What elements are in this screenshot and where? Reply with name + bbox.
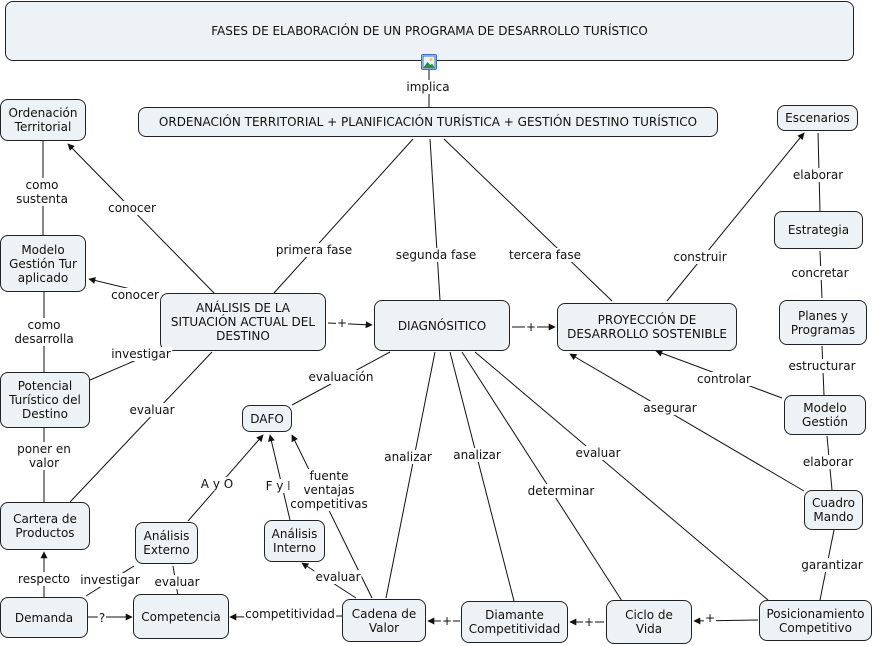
link-label-plus-cv: +: [440, 614, 454, 628]
node-cuadro-mando[interactable]: Cuadro Mando: [804, 490, 863, 530]
link-label-estructurar: estructurar: [787, 359, 857, 373]
link-conocer-ot: [67, 143, 215, 294]
node-proyeccion-desarrollo[interactable]: PROYECCIÓN DE DESARROLLO SOSTENIBLE: [557, 303, 737, 351]
node-analisis-situacion-text: ANÁLISIS DE LA SITUACIÓN ACTUAL DEL DEST…: [170, 301, 316, 343]
link-label-poner-en-valor: poner en valor: [16, 442, 72, 470]
link-label-como-sustenta: como sustenta: [15, 178, 69, 206]
link-label-interrogacion: ?: [97, 611, 107, 625]
link-label-primera-fase: primera fase: [274, 243, 354, 257]
node-analisis-interno-text: Análisis Interno: [271, 527, 318, 555]
node-title-text: FASES DE ELABORACIÓN DE UN PROGRAMA DE D…: [211, 24, 648, 38]
node-dafo[interactable]: DAFO: [242, 405, 292, 432]
link-label-asegurar: asegurar: [642, 401, 698, 415]
node-dafo-text: DAFO: [250, 411, 284, 426]
link-plus-1: [327, 321, 373, 329]
node-diagnostico[interactable]: DIAGNÓSITICO: [374, 300, 510, 351]
link-label-evaluacion: evaluación: [307, 370, 375, 384]
link-label-investigar-pt: investigar: [110, 347, 172, 361]
link-label-plus-2: +: [524, 320, 538, 334]
node-cuadro-mando-text: Cuadro Mando: [812, 496, 855, 524]
link-label-investigar-ae: investigar: [79, 573, 141, 587]
node-potencial-turistico[interactable]: Potencial Turístico del Destino: [0, 372, 90, 428]
link-analizar-2: [449, 351, 515, 602]
link-label-elaborar-esc: elaborar: [791, 168, 845, 182]
node-title[interactable]: FASES DE ELABORACIÓN DE UN PROGRAMA DE D…: [5, 1, 854, 61]
link-label-competitividad: competitividad: [244, 607, 336, 621]
link-label-evaluar-comp: evaluar: [153, 575, 201, 589]
link-label-como-desarrolla: como desarrolla: [13, 318, 75, 346]
node-modelo-gestion[interactable]: Modelo Gestión: [784, 395, 866, 435]
node-modelo-gestion-text: Modelo Gestión: [802, 401, 848, 429]
link-evaluar-pos: [474, 351, 769, 601]
link-label-fuente-ventajas: fuente ventajas competitivas: [289, 469, 369, 511]
node-analisis-interno[interactable]: Análisis Interno: [264, 520, 325, 562]
link-label-concretar: concretar: [790, 266, 850, 280]
link-label-construir: construir: [672, 250, 728, 264]
link-label-respecto: respecto: [17, 572, 71, 586]
link-asegurar: [569, 353, 805, 492]
node-posicionamiento-competitivo[interactable]: Posicionamiento Competitivo: [759, 600, 872, 641]
node-escenarios-text: Escenarios: [785, 111, 850, 125]
link-label-plus-1: +: [335, 316, 349, 330]
link-label-evaluar-ai: evaluar: [314, 570, 362, 584]
node-ordenacion-planificacion-gestion-text: ORDENACIÓN TERRITORIAL + PLANIFICACIÓN T…: [158, 115, 698, 129]
node-ordenacion-territorial-text: Ordenación Territorial: [8, 106, 78, 134]
link-label-conocer-ot: conocer: [107, 201, 157, 215]
link-determinar: [461, 351, 623, 602]
link-construir: [666, 132, 805, 302]
link-label-controlar: controlar: [696, 372, 752, 386]
node-ciclo-vida[interactable]: Ciclo de Vida: [606, 600, 692, 644]
link-primera-fase: [273, 138, 414, 294]
node-ciclo-vida-text: Ciclo de Vida: [625, 608, 673, 636]
node-posicionamiento-competitivo-text: Posicionamiento Competitivo: [766, 606, 865, 635]
node-competencia[interactable]: Competencia: [133, 594, 229, 639]
node-demanda[interactable]: Demanda: [0, 597, 88, 638]
link-label-garantizar: garantizar: [800, 558, 864, 572]
node-cartera-productos[interactable]: Cartera de Productos: [0, 502, 90, 550]
node-ordenacion-territorial[interactable]: Ordenación Territorial: [0, 99, 86, 141]
link-label-a-y-o: A y O: [199, 477, 235, 491]
link-label-evaluar-pos: evaluar: [574, 446, 622, 460]
link-label-elaborar-cm: elaborar: [801, 455, 855, 469]
link-analizar-1: [385, 351, 436, 599]
link-label-evaluar-cp: evaluar: [128, 403, 176, 417]
link-label-tercera-fase: tercera fase: [507, 248, 583, 262]
node-analisis-externo-text: Análisis Externo: [143, 529, 190, 557]
link-label-analizar-1: analizar: [383, 450, 433, 464]
image-icon[interactable]: [421, 54, 437, 70]
link-evaluar-cp: [69, 351, 213, 503]
link-label-implica: implica: [405, 80, 451, 94]
node-potencial-turistico-text: Potencial Turístico del Destino: [9, 379, 81, 421]
link-label-determinar: determinar: [526, 484, 596, 498]
node-analisis-situacion[interactable]: ANÁLISIS DE LA SITUACIÓN ACTUAL DEL DEST…: [160, 293, 326, 351]
node-cadena-valor-text: Cadena de Valor: [351, 606, 417, 635]
link-label-conocer-mg: conocer: [110, 288, 160, 302]
node-proyeccion-desarrollo-text: PROYECCIÓN DE DESARROLLO SOSTENIBLE: [567, 313, 727, 341]
node-cartera-productos-text: Cartera de Productos: [13, 512, 77, 540]
node-analisis-externo[interactable]: Análisis Externo: [135, 522, 198, 564]
link-label-segunda-fase: segunda fase: [394, 248, 478, 262]
node-planes-programas[interactable]: Planes y Programas: [779, 300, 867, 345]
node-planes-programas-text: Planes y Programas: [790, 308, 856, 337]
node-modelo-gestion-tur[interactable]: Modelo Gestión Tur aplicado: [0, 235, 86, 292]
node-modelo-gestion-tur-text: Modelo Gestión Tur aplicado: [9, 242, 77, 285]
link-label-analizar-2: analizar: [452, 448, 502, 462]
node-diagnostico-text: DIAGNÓSITICO: [397, 318, 487, 333]
link-label-plus-dc: +: [582, 615, 596, 629]
node-escenarios[interactable]: Escenarios: [777, 105, 858, 131]
node-diamante-competitividad-text: Diamante Competitividad: [468, 608, 561, 636]
link-tercera-fase: [443, 138, 613, 302]
link-label-plus-pc: +: [703, 611, 717, 625]
node-diamante-competitividad[interactable]: Diamante Competitividad: [461, 601, 568, 643]
node-cadena-valor[interactable]: Cadena de Valor: [342, 599, 426, 642]
node-ordenacion-planificacion-gestion[interactable]: ORDENACIÓN TERRITORIAL + PLANIFICACIÓN T…: [138, 107, 718, 137]
link-segunda-fase: [429, 138, 441, 301]
link-f-y-d: [268, 434, 291, 521]
node-estrategia-text: Estrategia: [787, 223, 850, 237]
node-estrategia[interactable]: Estrategia: [774, 211, 863, 249]
node-demanda-text: Demanda: [14, 610, 74, 625]
node-competencia-text: Competencia: [141, 609, 221, 624]
